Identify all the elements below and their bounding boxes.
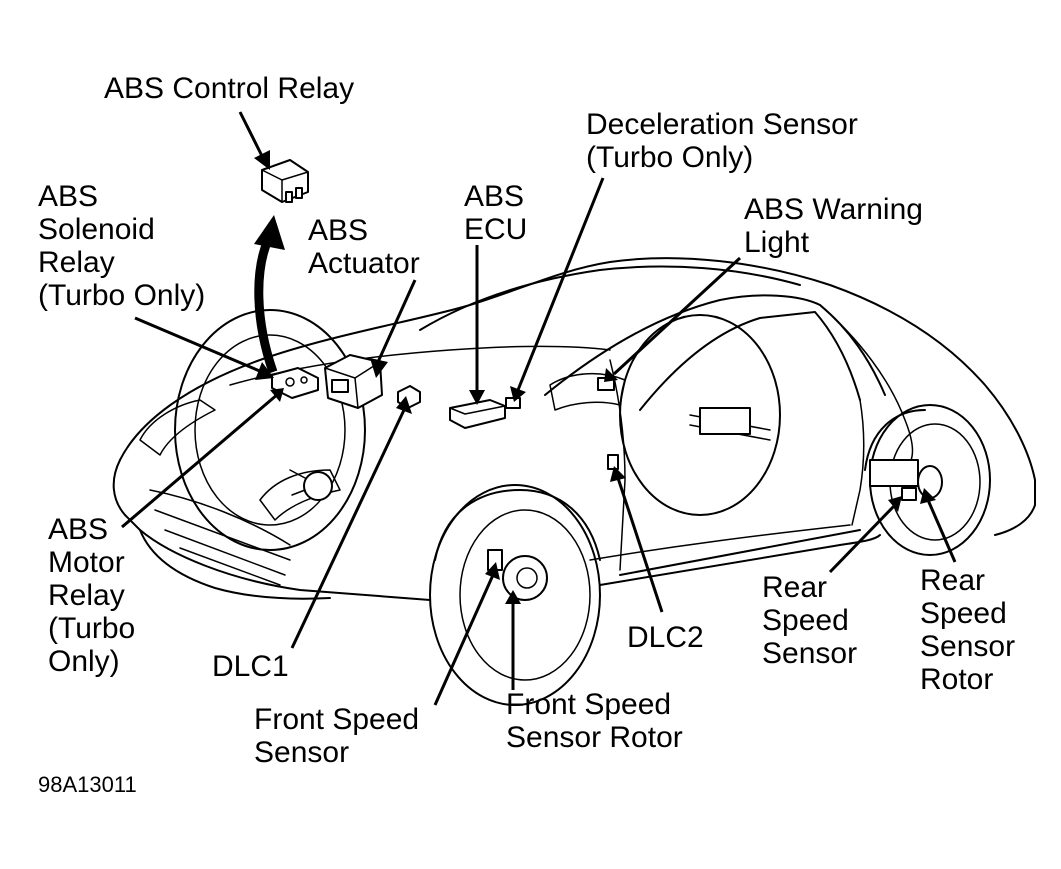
label-line: Relay [48,579,125,612]
label-line: Solenoid [38,213,155,246]
label-line: ABS [38,180,99,213]
abs-solenoid-relay-part [271,367,319,399]
label-abs-control-relay: ABS Control Relay [104,72,354,105]
label-line: Sensor Rotor [506,721,683,754]
label-line: Only) [48,645,120,678]
label-line: Rear [762,571,828,604]
label-line: DLC1 [212,650,289,683]
label-abs-motor-relay: ABS Motor Relay (Turbo Only) [48,513,135,678]
front-speed-sensor-rotor-part [502,555,548,601]
label-rear-speed-sensor: Rear Speed Sensor [762,571,857,670]
rear-left-wheel [619,314,781,516]
rear-left-axle [689,407,771,441]
label-line: Relay [38,246,115,279]
front-right-wheel [429,484,601,706]
label-line: ABS Warning [744,193,923,226]
label-line: (Turbo [48,612,136,645]
label-line: ECU [464,213,528,246]
label-line: Front Speed [254,703,420,736]
front-left-hub [289,469,333,501]
deceleration-sensor-part [505,397,521,409]
figure-id: 98A13011 [38,772,137,797]
label-line: Motor [48,546,125,579]
label-line: Rear [920,564,986,597]
label-line: ABS [48,513,109,546]
label-line: Sensor [762,637,858,670]
label-line: Rotor [920,663,994,696]
label-dlc1: DLC1 [212,650,289,683]
label-abs-ecu: ABS ECU [464,180,527,246]
label-dlc2: DLC2 [627,621,704,654]
label-line: Actuator [308,247,420,280]
label-abs-warning-light: ABS Warning Light [744,193,923,259]
dlc2-part [607,454,619,470]
label-line: Speed [920,597,1007,630]
relay-location-arrow [254,215,285,374]
label-front-speed-sensor-rotor: Front Speed Sensor Rotor [506,688,683,754]
label-line: ABS [464,180,525,213]
abs-control-relay-part [261,159,309,203]
label-abs-solenoid-relay: ABS Solenoid Relay (Turbo Only) [38,180,205,312]
label-line: Light [744,226,810,259]
label-line: Deceleration Sensor [586,108,858,141]
label-line: Front Speed [506,688,672,721]
abs-ecu-part [449,399,506,429]
label-line: DLC2 [627,621,704,654]
label-deceleration-sensor: Deceleration Sensor (Turbo Only) [586,108,858,174]
label-line: Sensor [254,736,350,769]
label-line: Sensor [920,630,1016,663]
label-rear-speed-sensor-rotor: Rear Speed Sensor Rotor [920,564,1015,696]
label-line: ABS [308,214,369,247]
label-front-speed-sensor: Front Speed Sensor [254,703,419,769]
rear-right-axle-sensor [869,459,943,501]
front-left-wheel [174,309,366,551]
label-line: ABS Control Relay [104,72,355,105]
label-abs-actuator: ABS Actuator [308,214,420,280]
label-line: (Turbo Only) [586,141,754,174]
label-line: Speed [762,604,849,637]
label-line: (Turbo Only) [38,279,206,312]
abs-actuator-part [324,354,383,409]
leader-lines [121,111,957,706]
